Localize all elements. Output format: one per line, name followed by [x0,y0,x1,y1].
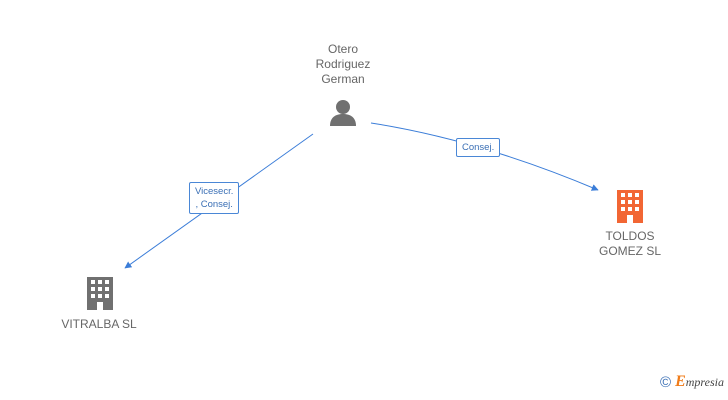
edge-label-vitralba: Vicesecr. , Consej. [189,182,240,214]
building-icon[interactable] [87,277,113,310]
person-icon[interactable] [330,100,356,126]
company-name-vitralba[interactable]: VITRALBA SL [61,317,137,331]
copyright-icon: © [660,373,672,391]
person-name[interactable]: Otero Rodriguez German [315,42,371,86]
company-name-toldos[interactable]: TOLDOS GOMEZ SL [598,229,661,258]
watermark: © Empresia [660,373,724,391]
building-icon[interactable] [617,190,643,223]
edge-label-toldos: Consej. [456,138,501,157]
brand-logo: Empresia [675,373,724,390]
